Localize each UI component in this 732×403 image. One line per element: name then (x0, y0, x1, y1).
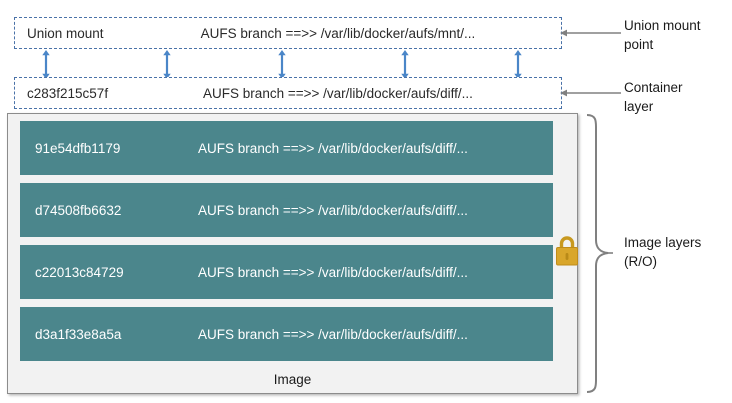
image-layer-id-label: c22013c84729 (35, 264, 124, 280)
image-layer-id-label: d3a1f33e8a5a (35, 326, 122, 342)
image-layer-branch-text: AUFS branch ==>> /var/lib/docker/aufs/di… (198, 264, 468, 280)
curly-brace-icon (586, 114, 613, 393)
container-layer-id-label: c283f215c57f (27, 85, 109, 101)
image-layer-row: d74508fb6632 AUFS branch ==>> /var/lib/d… (20, 183, 553, 237)
bidirectional-arrow-icon (278, 50, 286, 79)
image-layer-id-label: 91e54dfb1179 (35, 140, 121, 156)
bidirectional-arrow-icon (401, 50, 409, 79)
callout-union-mount-point: Union mount point (624, 18, 701, 52)
image-caption-label: Image (273, 372, 312, 387)
callout-container-layer: Container layer (624, 80, 683, 114)
union-mount-box: Union mount AUFS branch ==>> /var/lib/do… (14, 17, 562, 49)
image-layer-row: 91e54dfb1179 AUFS branch ==>> /var/lib/d… (20, 121, 553, 175)
image-layer-branch-text: AUFS branch ==>> /var/lib/docker/aufs/di… (198, 326, 468, 342)
bidirectional-arrow-icon (514, 50, 522, 79)
left-arrow-icon (560, 89, 621, 97)
image-layer-id-label: d74508fb6632 (35, 202, 122, 218)
image-layer-branch-text: AUFS branch ==>> /var/lib/docker/aufs/di… (198, 202, 468, 218)
image-layer-branch-text: AUFS branch ==>> /var/lib/docker/aufs/di… (198, 140, 468, 156)
union-mount-id-label: Union mount (27, 25, 104, 41)
image-layer-row: d3a1f33e8a5a AUFS branch ==>> /var/lib/d… (20, 307, 553, 361)
callout-image-layers: Image layers (R/O) (624, 235, 702, 269)
container-layer-branch-text: AUFS branch ==>> /var/lib/docker/aufs/di… (203, 85, 473, 101)
left-arrow-icon (560, 29, 621, 37)
image-layer-row: c22013c84729 AUFS branch ==>> /var/lib/d… (20, 245, 553, 299)
union-mount-branch-text: AUFS branch ==>> /var/lib/docker/aufs/mn… (200, 25, 476, 41)
image-container: 91e54dfb1179 AUFS branch ==>> /var/lib/d… (7, 113, 578, 394)
lock-icon (556, 236, 578, 266)
bidirectional-arrow-icon (163, 50, 171, 79)
container-layer-box: c283f215c57f AUFS branch ==>> /var/lib/d… (14, 77, 562, 109)
bidirectional-arrow-icon (42, 50, 50, 79)
